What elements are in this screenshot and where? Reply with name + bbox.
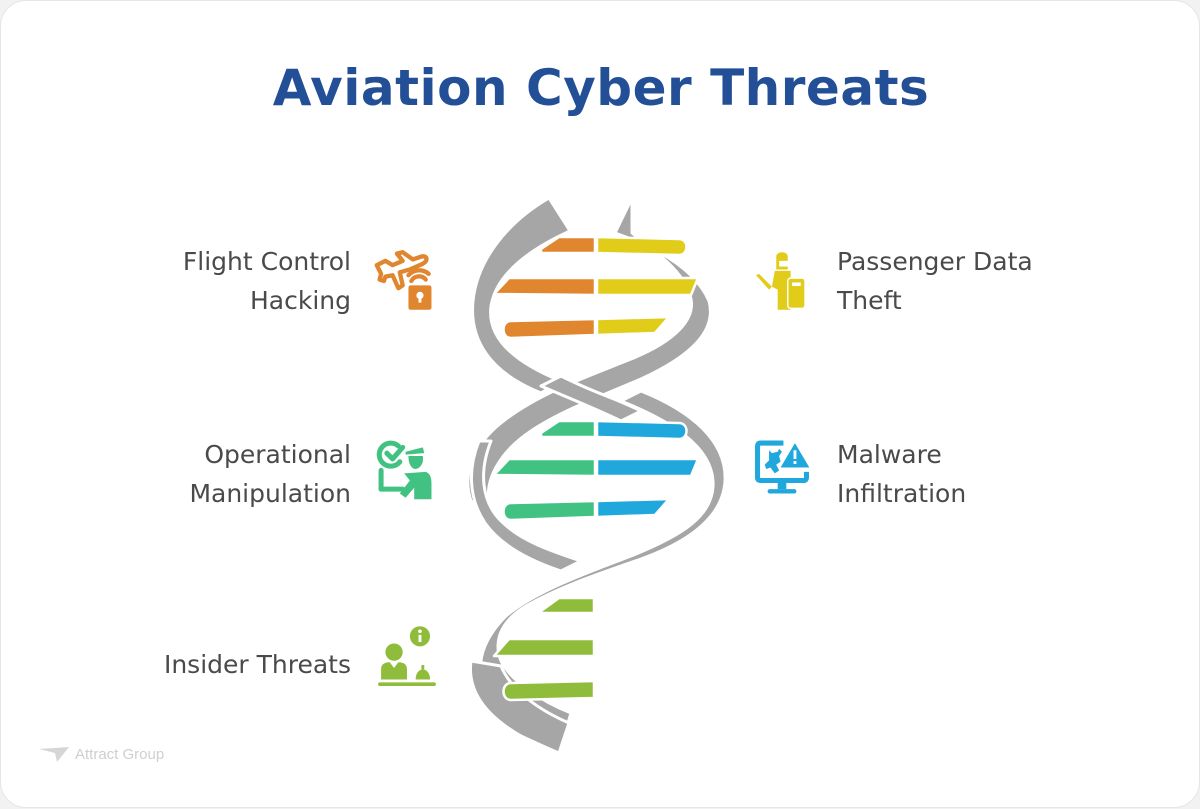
person-info-desk-icon bbox=[378, 626, 436, 686]
plane-wifi-lock-icon bbox=[374, 250, 432, 310]
threat-label-line: Flight Control bbox=[182, 247, 351, 276]
rung-passenger-data-3 bbox=[595, 315, 671, 337]
riot-police-shield-icon bbox=[756, 252, 806, 310]
rung-malware-3 bbox=[595, 497, 671, 519]
officer-checkmark-icon bbox=[376, 440, 432, 500]
brand-name: Attract Group bbox=[75, 745, 165, 763]
threat-label-malware: Malware Infiltration bbox=[837, 435, 966, 513]
monitor-bug-warning-icon bbox=[755, 440, 810, 494]
threat-label-line: Manipulation bbox=[189, 479, 351, 508]
brand-watermark: Attract Group bbox=[39, 745, 164, 763]
helix-strand bbox=[471, 196, 572, 395]
threat-label-insider: Insider Threats bbox=[164, 645, 351, 684]
threat-label-passenger-data: Passenger Data Theft bbox=[837, 242, 1033, 320]
rung-operational-2 bbox=[492, 457, 597, 478]
rung-insider-2 bbox=[492, 637, 596, 658]
rung-malware-1 bbox=[595, 419, 688, 441]
paper-plane-logo-icon bbox=[39, 747, 69, 762]
rung-insider-3 bbox=[502, 679, 596, 702]
rung-flight-control-3 bbox=[502, 317, 597, 340]
threat-label-line: Theft bbox=[837, 286, 902, 315]
rung-operational-3 bbox=[502, 499, 597, 522]
rung-passenger-data-1 bbox=[595, 235, 688, 257]
rung-malware-2 bbox=[595, 457, 700, 478]
threat-label-line: Malware bbox=[837, 440, 942, 469]
rung-operational-1 bbox=[539, 419, 597, 439]
threat-label-line: Operational bbox=[204, 440, 351, 469]
helix-strand bbox=[470, 439, 583, 573]
rung-flight-control-1 bbox=[539, 235, 597, 255]
page-title: Aviation Cyber Threats bbox=[272, 59, 930, 117]
threat-label-line: Insider Threats bbox=[163, 650, 351, 679]
rung-flight-control-2 bbox=[492, 276, 597, 297]
rung-insider-1 bbox=[539, 596, 596, 615]
threat-label-line: Infiltration bbox=[837, 479, 967, 508]
threat-label-line: Hacking bbox=[249, 286, 351, 315]
threat-label-line: Passenger Data bbox=[837, 247, 1033, 276]
threat-label-flight-control: Flight Control Hacking bbox=[183, 242, 351, 320]
rung-passenger-data-2 bbox=[595, 276, 700, 297]
threat-label-operational: Operational Manipulation bbox=[189, 435, 351, 513]
